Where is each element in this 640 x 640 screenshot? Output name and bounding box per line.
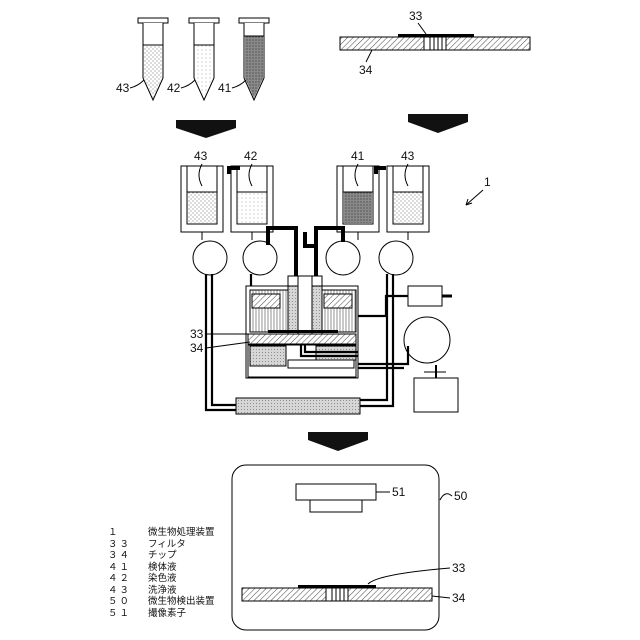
arrow-down-bottom [308, 432, 368, 451]
tube-42-label: 42 [167, 81, 181, 95]
syringe-42 [231, 166, 273, 232]
legend-number: ５１ [108, 608, 148, 620]
detector-51-label: 51 [392, 485, 406, 499]
filter-top [398, 34, 474, 37]
apparatus-33-label: 33 [190, 327, 204, 341]
legend-number: １ [108, 527, 148, 539]
tube-42 [189, 18, 219, 100]
syringe-41-label: 41 [351, 149, 365, 163]
legend-text: 洗浄液 [148, 585, 236, 597]
legend-text: チップ [148, 550, 236, 562]
syringe-42-label: 42 [244, 149, 258, 163]
legend-row: １微生物処理装置 [108, 527, 236, 539]
processing-unit [246, 276, 358, 378]
legend-number: ４３ [108, 585, 148, 597]
pump-4 [379, 241, 413, 275]
detector-50-label: 50 [454, 489, 468, 503]
tube-43 [138, 18, 168, 100]
syringe-43-right-label: 43 [401, 149, 415, 163]
tube-41-label: 41 [218, 81, 232, 95]
legend-number: ３４ [108, 550, 148, 562]
pump-3 [326, 241, 360, 275]
apparatus-1-label: 1 [484, 175, 491, 189]
chip-top-33-label: 33 [409, 9, 423, 23]
legend-row: ４３洗浄液 [108, 585, 236, 597]
pump-1 [193, 241, 227, 275]
right-equipment [404, 286, 458, 412]
legend-number: ５０ [108, 596, 148, 608]
chip-top-34-label: 34 [359, 63, 373, 77]
legend-text: フィルタ [148, 539, 236, 551]
legend-row: ５０微生物検出装置 [108, 596, 236, 608]
legend-text: 撮像素子 [148, 608, 236, 620]
pump-2 [243, 241, 277, 275]
reference-legend: １微生物処理装置３３フィルタ３４チップ４１検体液４２染色液４３洗浄液５０微生物検… [108, 527, 236, 619]
apparatus-34-label: 34 [190, 341, 204, 355]
arrow-down-right [408, 114, 468, 133]
arrow-down-left [176, 120, 236, 138]
legend-row: ４２染色液 [108, 573, 236, 585]
detector-33-label: 33 [452, 561, 466, 575]
manifold [236, 398, 360, 414]
chip-top [340, 34, 530, 50]
legend-number: ４１ [108, 562, 148, 574]
legend-row: ５１撮像素子 [108, 608, 236, 620]
legend-text: 染色液 [148, 573, 236, 585]
legend-text: 微生物処理装置 [148, 527, 236, 539]
legend-row: ４１検体液 [108, 562, 236, 574]
syringe-41 [337, 166, 379, 232]
legend-number: ３３ [108, 539, 148, 551]
legend-row: ３３フィルタ [108, 539, 236, 551]
syringe-43-left-label: 43 [194, 149, 208, 163]
tube-43-label: 43 [116, 81, 130, 95]
syringe-43-right [387, 166, 429, 232]
legend-text: 検体液 [148, 562, 236, 574]
legend-number: ４２ [108, 573, 148, 585]
legend-row: ３４チップ [108, 550, 236, 562]
legend-text: 微生物検出装置 [148, 596, 236, 608]
detector-34-label: 34 [452, 591, 466, 605]
tube-41 [239, 18, 269, 100]
syringe-43-left [181, 166, 223, 232]
